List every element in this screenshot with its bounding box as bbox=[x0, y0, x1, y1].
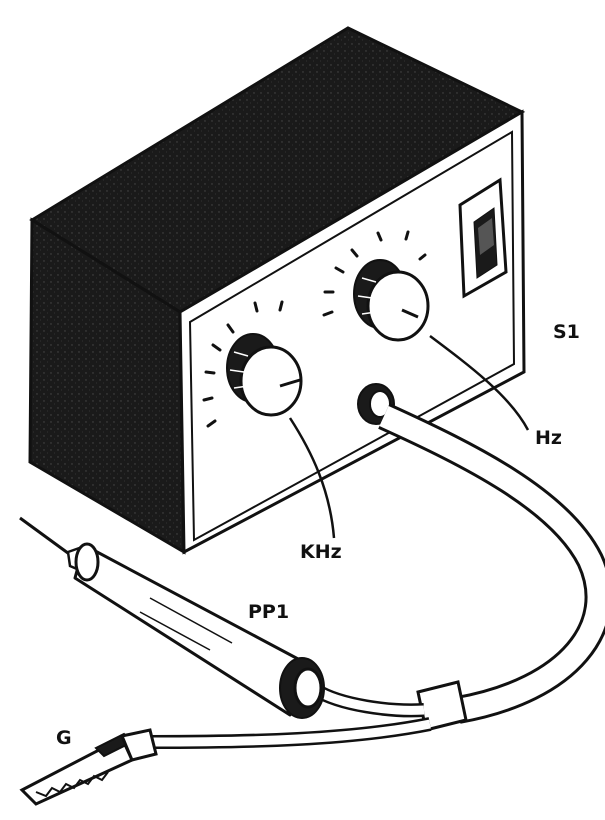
box-front-panel bbox=[178, 109, 526, 555]
hz-dial-ticks bbox=[322, 230, 427, 317]
enclosure-box bbox=[28, 26, 526, 555]
leader-lines bbox=[288, 335, 530, 539]
probe-tip bbox=[19, 516, 73, 558]
label-hz: Hz bbox=[535, 427, 562, 449]
khz-knob-pointer bbox=[279, 378, 301, 388]
khz-knob[interactable] bbox=[202, 300, 303, 428]
power-switch[interactable] bbox=[458, 177, 508, 299]
panel-inner-border bbox=[188, 130, 516, 542]
hz-knob[interactable] bbox=[322, 230, 430, 342]
label-g: G bbox=[56, 727, 72, 749]
ground-alligator-clip[interactable] bbox=[19, 728, 158, 806]
label-khz: KHz bbox=[300, 541, 342, 563]
khz-dial-ticks bbox=[202, 300, 284, 428]
label-pp1: PP1 bbox=[248, 601, 289, 623]
label-s1: S1 bbox=[553, 321, 580, 343]
hz-knob-pointer bbox=[401, 308, 419, 319]
test-probe[interactable] bbox=[19, 516, 325, 719]
